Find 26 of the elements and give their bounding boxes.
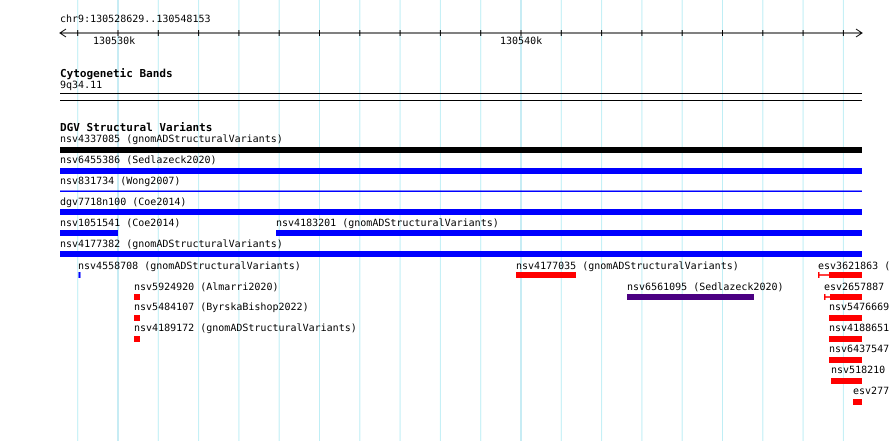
variant-label: esv2657887 (824, 282, 884, 294)
locus-label: chr9:130528629..130548153 (60, 14, 211, 26)
variant-label: nsv5924920 (Almarri2020) (134, 282, 278, 294)
variant-label: nsv4177382 (gnomADStructuralVariants) (60, 239, 283, 251)
band-label: 9q34.11 (60, 80, 102, 92)
variant-label: dgv7718n100 (Coe2014) (60, 197, 186, 209)
variant-label: nsv6437547 (829, 344, 890, 356)
variant-label: nsv4177035 (gnomADStructuralVariants) (516, 261, 739, 273)
variant-label: esv3621863 ( (818, 261, 890, 273)
variant-label: nsv4189172 (gnomADStructuralVariants) (134, 323, 357, 335)
variant-label: nsv5476669 (829, 302, 890, 314)
variant-label: nsv6561095 (Sedlazeck2020) (627, 282, 784, 294)
variant-label: nsv4558708 (gnomADStructuralVariants) (78, 261, 301, 273)
track-title: DGV Structural Variants (60, 121, 212, 134)
variant-label: nsv518210 (831, 365, 886, 377)
variant-label: nsv5484107 (ByrskaBishop2022) (134, 302, 309, 314)
variant-label: nsv4183201 (gnomADStructuralVariants) (276, 218, 499, 230)
tick-label: 130540k (500, 36, 542, 48)
tick-label: 130530k (93, 36, 136, 48)
variant-label: nsv1051541 (Coe2014) (60, 218, 180, 230)
variant-label: esv277 (853, 386, 890, 398)
variant-label: nsv4337085 (gnomADStructuralVariants) (60, 134, 283, 146)
variant-label: nsv6455386 (Sedlazeck2020) (60, 155, 217, 167)
variant-label: nsv4188651 (829, 323, 890, 335)
variant-label: nsv831734 (Wong2007) (60, 176, 180, 188)
track-title: Cytogenetic Bands (60, 67, 173, 80)
